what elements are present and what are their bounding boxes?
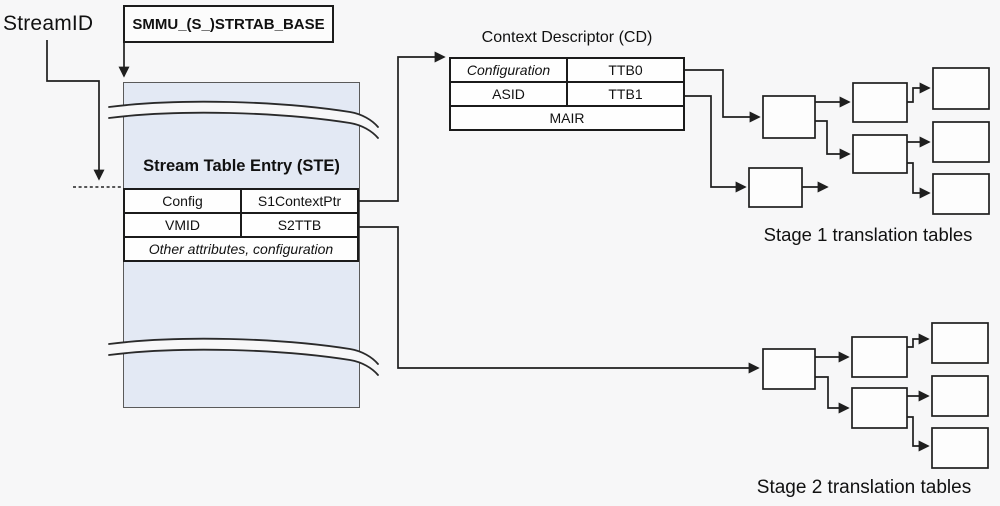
stage1-l3c-box xyxy=(932,173,990,215)
cd-cell-configuration: Configuration xyxy=(466,62,551,78)
ste-cell-other-attributes: Other attributes, configuration xyxy=(148,241,334,257)
ste-cell-s2ttb: S2TTB xyxy=(240,214,357,236)
cd-cell-asid: ASID xyxy=(492,86,525,102)
stage1-caption: Stage 1 translation tables xyxy=(763,224,973,245)
stage1-ttb1-box xyxy=(748,167,803,208)
stage2-l3c-box xyxy=(931,427,989,469)
strtab-base-label: SMMU_(S_)STRTAB_BASE xyxy=(132,15,325,33)
ste-row-config: Config S1ContextPtr xyxy=(123,188,359,214)
context-descriptor-rows: Configuration TTB0 ASID TTB1 MAIR xyxy=(449,57,685,131)
ttb0-to-l1-arrow xyxy=(685,69,761,123)
s1contextptr-to-cd-arrow xyxy=(358,51,446,202)
context-descriptor-title: Context Descriptor (CD) xyxy=(481,29,653,46)
stream-table-entry-rows: Config S1ContextPtr VMID S2TTB Other att… xyxy=(123,188,359,262)
stage1-l1-to-l2b-arrow xyxy=(815,120,851,160)
stage1-l2b-box xyxy=(852,134,908,174)
stage2-l1-box xyxy=(762,348,816,390)
stream-table-entry-title: Stream Table Entry (STE) xyxy=(143,157,340,175)
cd-row-mair: MAIR xyxy=(449,105,685,131)
stage2-l2a-box xyxy=(851,336,908,378)
cd-row-asid: ASID TTB1 xyxy=(449,81,685,107)
stage1-l3a-box xyxy=(932,67,990,110)
stage2-l2a-to-l3a-arrow xyxy=(907,333,930,348)
stage1-l1-box xyxy=(762,95,816,139)
s2ttb-to-stage2-arrow xyxy=(358,226,760,374)
cd-cell-mair: MAIR xyxy=(549,110,585,126)
strtab-base-register-box: SMMU_(S_)STRTAB_BASE xyxy=(123,5,334,43)
stage2-l2b-to-l3c-arrow xyxy=(907,416,930,452)
cd-cell-ttb1: TTB1 xyxy=(566,83,683,105)
ste-row-vmid: VMID S2TTB xyxy=(123,212,359,238)
stage1-l2a-to-l3a-arrow xyxy=(907,82,931,103)
stage2-caption: Stage 2 translation tables xyxy=(756,477,972,498)
stage2-l3b-box xyxy=(931,375,989,417)
stage1-l2b-to-l3c-arrow xyxy=(907,162,931,199)
stage2-l3a-box xyxy=(931,322,989,364)
stage2-l1-to-l2b-arrow xyxy=(815,376,850,414)
cd-cell-ttb0: TTB0 xyxy=(566,59,683,81)
stage1-l3b-box xyxy=(932,121,990,163)
stream-id-label: StreamID xyxy=(3,12,94,35)
ste-row-other-attributes: Other attributes, configuration xyxy=(123,236,359,262)
ste-cell-vmid: VMID xyxy=(165,217,200,233)
stage1-l2a-box xyxy=(852,82,908,123)
ste-cell-s1contextptr: S1ContextPtr xyxy=(240,190,357,212)
stage2-l2b-box xyxy=(851,387,908,429)
ste-cell-config: Config xyxy=(162,193,203,209)
cd-row-configuration: Configuration TTB0 xyxy=(449,57,685,83)
streamid-index-arrow xyxy=(46,40,105,181)
ttb1-to-box-arrow xyxy=(685,95,747,193)
